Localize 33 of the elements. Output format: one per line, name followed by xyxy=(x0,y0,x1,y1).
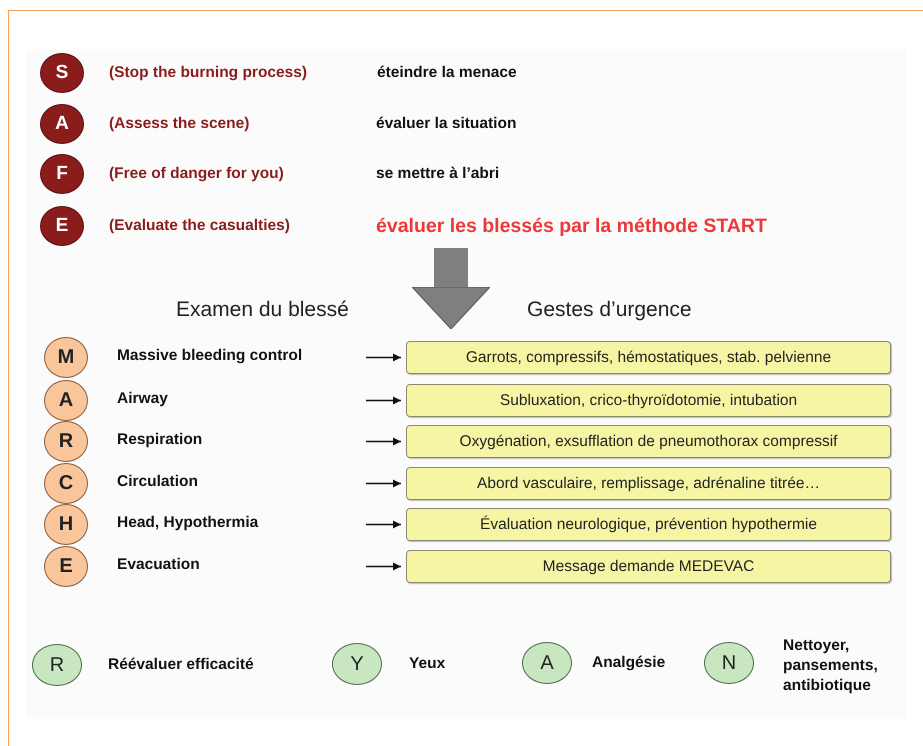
description-text: Nettoyer, pansements, antibiotique xyxy=(783,636,879,696)
column-heading: Gestes d’urgence xyxy=(527,298,692,322)
step-label: Massive bleeding control xyxy=(117,347,302,365)
step-label: Circulation xyxy=(117,473,198,491)
english-term: (Evaluate the casualties) xyxy=(109,217,290,235)
description-text: évaluer la situation xyxy=(376,115,516,133)
action-box: Oxygénation, exsufflation de pneumothorax compressif xyxy=(406,425,891,458)
arrow xyxy=(366,562,401,570)
method-text: évaluer les blessés par la méthode START xyxy=(376,212,836,240)
action-box: Garrots, compressifs, hémostatiques, stab. pelvienne xyxy=(406,341,891,374)
description-text: Analgésie xyxy=(592,654,666,672)
action-box: Abord vasculaire, remplissage, adrénaline titrée… xyxy=(406,467,891,500)
arrow xyxy=(366,480,401,488)
step-label: Respiration xyxy=(117,431,202,449)
arrow xyxy=(366,438,401,446)
action-box: Message demande MEDEVAC xyxy=(406,550,891,583)
arrow xyxy=(366,520,401,528)
english-term: (Stop the burning process) xyxy=(109,64,308,82)
action-box: Évaluation neurologique, prévention hypothermie xyxy=(406,508,891,541)
arrow xyxy=(366,354,401,362)
english-term: (Assess the scene) xyxy=(109,115,250,133)
step-label: Airway xyxy=(117,390,168,408)
step-label: Evacuation xyxy=(117,556,200,574)
column-heading: Examen du blessé xyxy=(176,298,349,322)
description-text: Réévaluer efficacité xyxy=(108,656,254,674)
description-text: se mettre à l’abri xyxy=(376,165,500,183)
description-text: Yeux xyxy=(409,655,446,673)
description-text: éteindre la menace xyxy=(377,64,517,82)
step-label: Head, Hypothermia xyxy=(117,514,258,532)
arrow xyxy=(366,396,401,404)
english-term: (Free of danger for you) xyxy=(109,165,284,183)
action-box: Subluxation, crico-thyroïdotomie, intubation xyxy=(406,384,891,417)
block-arrow xyxy=(412,248,490,330)
